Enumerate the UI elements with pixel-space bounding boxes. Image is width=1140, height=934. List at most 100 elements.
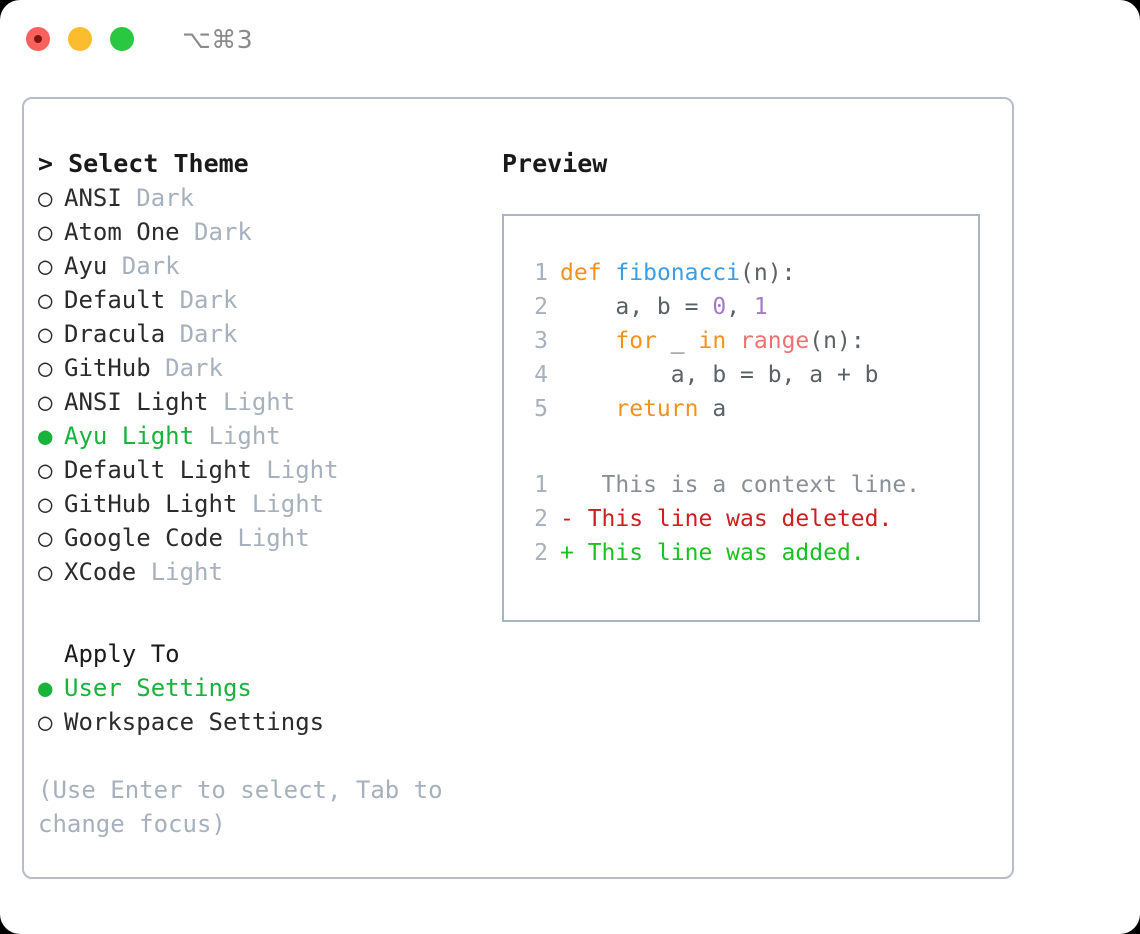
- theme-option-label: Ayu: [64, 252, 108, 280]
- code-token: [726, 328, 740, 354]
- apply-to-option-label: Workspace Settings: [64, 708, 325, 736]
- radio-unselected-icon: ○: [38, 490, 53, 518]
- code-token: [602, 260, 616, 286]
- diff-line: 1 This is a context line.: [520, 468, 978, 502]
- radio-unselected-icon: ○: [38, 388, 53, 416]
- theme-list-column: > Select Theme ○ANSI Dark○Atom One Dark○…: [38, 147, 478, 841]
- theme-option-label: Default Light: [64, 456, 252, 484]
- theme-variant-label: Light: [251, 456, 339, 484]
- code-token: for: [615, 328, 657, 354]
- radio-unselected-icon: ○: [38, 354, 53, 382]
- theme-variant-label: Dark: [165, 286, 238, 314]
- code-line: 2 a, b = 0, 1: [520, 290, 978, 324]
- line-number: 2: [534, 540, 548, 566]
- code-token: range: [740, 328, 810, 354]
- theme-variant-label: Dark: [121, 184, 195, 212]
- code-token: 1: [753, 294, 768, 320]
- diff-text: + This line was added.: [560, 540, 865, 566]
- theme-option[interactable]: ○ Atom One Dark: [38, 215, 478, 249]
- radio-unselected-icon: ○: [38, 218, 53, 246]
- theme-variant-label: Light: [208, 388, 296, 416]
- code-token: a: [698, 396, 727, 422]
- theme-option-label: GitHub: [64, 354, 151, 382]
- radio-unselected-icon: ○: [38, 286, 53, 314]
- close-button[interactable]: [26, 27, 50, 51]
- title-bar: ⌥⌘3: [0, 0, 1140, 78]
- radio-unselected-icon: ○: [38, 558, 53, 586]
- theme-option[interactable]: ○ Default Light Light: [38, 453, 478, 487]
- apply-to-option-label: User Settings: [64, 674, 252, 702]
- theme-variant-label: Light: [237, 490, 325, 518]
- radio-unselected-icon: ○: [38, 708, 53, 736]
- code-token: a, b = b, a + b: [560, 362, 879, 388]
- theme-variant-label: Dark: [165, 320, 238, 348]
- line-number: 5: [534, 396, 548, 422]
- keyboard-shortcut-label: ⌥⌘3: [182, 24, 254, 54]
- maximize-button[interactable]: [110, 27, 134, 51]
- code-line: 5 return a: [520, 392, 978, 426]
- theme-option[interactable]: ○ Default Dark: [38, 283, 478, 317]
- theme-option[interactable]: ○ GitHub Dark: [38, 351, 478, 385]
- apply-to-option[interactable]: ○ Workspace Settings: [38, 705, 478, 739]
- line-number: 2: [534, 506, 548, 532]
- radio-unselected-icon: ○: [38, 252, 53, 280]
- apply-to-option[interactable]: ● User Settings: [38, 671, 478, 705]
- apply-to-list[interactable]: ● User Settings ○ Workspace Settings: [38, 671, 478, 739]
- diff-text: This is a context line.: [560, 472, 921, 498]
- code-token: fibonacci: [615, 260, 741, 286]
- theme-option[interactable]: ○ Google Code Light: [38, 521, 478, 555]
- code-token: _: [656, 328, 699, 354]
- spacer: [38, 739, 478, 773]
- theme-option-label: XCode: [64, 558, 137, 586]
- theme-variant-label: Light: [222, 524, 310, 552]
- code-line: 4 a, b = b, a + b: [520, 358, 978, 392]
- radio-unselected-icon: ○: [38, 184, 53, 212]
- close-icon: [34, 35, 42, 43]
- theme-option-label: Ayu Light: [64, 422, 195, 450]
- line-number: 4: [534, 362, 548, 388]
- theme-option-label: Default: [64, 286, 166, 314]
- radio-unselected-icon: ○: [38, 456, 53, 484]
- theme-variant-label: Dark: [107, 252, 180, 280]
- radio-selected-icon: ●: [38, 674, 53, 702]
- theme-option[interactable]: ● Ayu Light Light: [38, 419, 478, 453]
- code-token: ,: [726, 294, 754, 320]
- theme-option[interactable]: ○ ANSI Light Light: [38, 385, 478, 419]
- theme-option[interactable]: ○Dracula Dark: [38, 317, 478, 351]
- traffic-lights: [26, 27, 134, 51]
- theme-option-label: ANSI Light: [64, 388, 209, 416]
- theme-variant-label: Light: [136, 558, 223, 586]
- spacer: [520, 426, 978, 468]
- radio-selected-icon: ●: [38, 422, 53, 450]
- theme-option[interactable]: ○ XCode Light: [38, 555, 478, 589]
- theme-variant-label: Light: [194, 422, 281, 450]
- diff-sample: 1 This is a context line. 2 - This line wa…: [520, 468, 978, 570]
- diff-text: - This line was deleted.: [560, 506, 893, 532]
- theme-option-label: GitHub Light: [64, 490, 238, 518]
- theme-option-label: Google Code: [64, 524, 223, 552]
- line-number: 1: [534, 260, 548, 286]
- code-token: def: [560, 260, 602, 286]
- keyboard-hint: (Use Enter to select, Tab to change focu…: [38, 776, 458, 838]
- minimize-button[interactable]: [68, 27, 92, 51]
- code-token: [560, 396, 615, 422]
- theme-list[interactable]: ○ANSI Dark○Atom One Dark○Ayu Dark○Defaul…: [38, 181, 478, 589]
- theme-option[interactable]: ○ANSI Dark: [38, 181, 478, 215]
- apply-to-header: Apply To: [64, 640, 180, 668]
- diff-line: 2 + This line was added.: [520, 536, 978, 570]
- theme-option-label: Atom One: [64, 218, 180, 246]
- code-token: (n):: [740, 260, 796, 286]
- code-token: return: [615, 396, 699, 422]
- theme-variant-label: Dark: [179, 218, 252, 246]
- radio-unselected-icon: ○: [38, 320, 53, 348]
- code-token: in: [698, 328, 727, 354]
- theme-option[interactable]: ○ Ayu Dark: [38, 249, 478, 283]
- radio-unselected-icon: ○: [38, 524, 53, 552]
- theme-option[interactable]: ○ GitHub Light Light: [38, 487, 478, 521]
- theme-variant-label: Dark: [150, 354, 223, 382]
- diff-line: 2 - This line was deleted.: [520, 502, 978, 536]
- code-token: 0: [712, 294, 727, 320]
